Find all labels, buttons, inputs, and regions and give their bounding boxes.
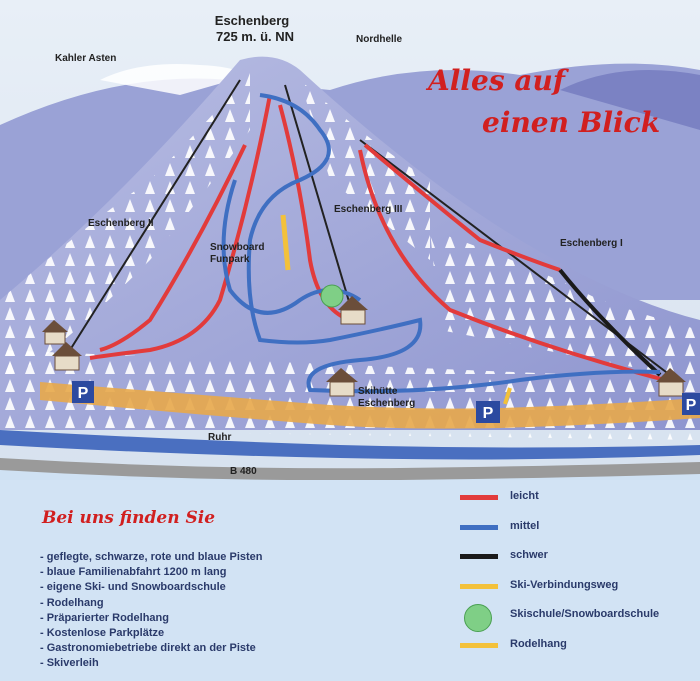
road-b480 [0, 458, 700, 481]
river-ruhr [0, 430, 700, 460]
parking-sign-right: P [682, 393, 700, 415]
offer-list: - geflegte, schwarze, rote und blaue Pis… [40, 550, 263, 672]
lift-label-eschenberg-ii: Eschenberg II [88, 218, 154, 229]
legend-swatch-yellow [460, 642, 498, 648]
run-black [558, 268, 662, 377]
hut-right [656, 368, 686, 397]
run-red-5 [363, 143, 561, 272]
funpark-line-2: Funpark [210, 254, 250, 265]
legend-label: schwer [510, 549, 548, 562]
funpark-line-1: Snowboard [210, 242, 264, 253]
forest-left [0, 70, 250, 380]
offer-item: - Gastronomiebetriebe direkt an der Pist… [40, 642, 256, 655]
sled-slope-mark [503, 387, 512, 405]
offer-item: - eigene Ski- und Snowboardschule [40, 581, 226, 594]
lift-label-eschenberg-i: Eschenberg I [560, 238, 623, 249]
offer-item: - Skiverleih [40, 657, 99, 670]
legend-swatch-yellow [460, 583, 498, 589]
hut-skihuette [326, 368, 358, 397]
mountain-kahler-asten: Kahler Asten [55, 53, 116, 64]
legend-label: Skischule/Snowboardschule [510, 608, 660, 621]
offer-item: - blaue Familienabfahrt 1200 m lang [40, 566, 227, 579]
forest-right [430, 230, 700, 380]
ski-connection-path [280, 214, 291, 271]
legend-label: mittel [510, 519, 540, 532]
svg-text:P: P [686, 397, 697, 414]
peak-name: Eschenberg [215, 13, 289, 28]
offer-heading: Bei uns finden Sie [42, 508, 216, 528]
peak-elevation: 725 m. ü. NN [216, 29, 294, 44]
offer-item: - Rodelhang [40, 596, 104, 609]
mountain-nordhelle: Nordhelle [356, 34, 403, 45]
svg-text:P: P [483, 405, 494, 422]
lift-label-eschenberg-iii: Eschenberg III [334, 204, 403, 215]
run-red-4 [358, 149, 666, 382]
run-blue-1 [246, 93, 661, 394]
ski-school-marker [320, 284, 344, 308]
hut-left-upper [42, 320, 68, 345]
hut-left-lower [52, 342, 82, 371]
legend-swatch-red [460, 495, 498, 500]
hut-top [338, 296, 368, 325]
hut-label-line-1: Skihütte [358, 386, 398, 397]
legend-label: Ski-Verbindungsweg [510, 578, 619, 591]
slogan-line-2: einen Blick [482, 106, 660, 139]
lower-panel [0, 480, 700, 681]
valley-path [40, 382, 700, 429]
svg-text:P: P [78, 385, 89, 402]
lift-eschenberg-ii [69, 79, 241, 351]
slogan-line-1: Alles auf [425, 64, 570, 97]
legend-swatch-black [460, 554, 498, 560]
snow-cap-left [100, 64, 250, 95]
parking-sign-left: P [72, 381, 94, 403]
offer-item: - geflegte, schwarze, rote und blaue Pis… [40, 551, 263, 563]
road-label: B 480 [230, 466, 257, 477]
parking-sign-middle: P [476, 401, 500, 423]
legend-swatch-blue [460, 524, 498, 530]
offer-item: - Kostenlose Parkplätze [40, 626, 165, 639]
offer-item: - Präparierter Rodelhang [40, 611, 169, 624]
right-ridge [560, 70, 700, 130]
lift-eschenberg-iii [284, 84, 351, 306]
run-red-1 [89, 94, 272, 360]
legend-label: Rodelhang [510, 637, 567, 650]
run-red-2 [99, 144, 247, 352]
legend-label: leicht [510, 490, 539, 502]
river-label: Ruhr [208, 432, 231, 443]
legend-swatch-green-dot [464, 604, 492, 633]
hut-label-line-2: Eschenberg [358, 398, 415, 409]
